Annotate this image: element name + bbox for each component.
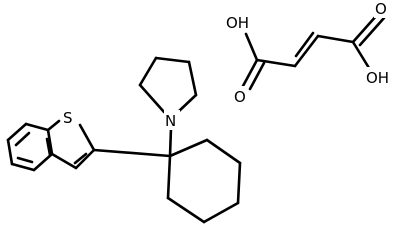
atom-o-left: O xyxy=(233,86,247,106)
structure-svg: S N OH O O OH xyxy=(6,0,391,224)
atom-nitrogen: N xyxy=(164,110,180,130)
acid-oh-right-label: OH xyxy=(366,69,389,87)
atom-sulfur: S xyxy=(61,107,76,127)
acid-o-left-label: O xyxy=(234,88,246,106)
atom-o-right: O xyxy=(374,0,388,18)
thienyl-cyclohexyl-bond xyxy=(92,148,172,158)
nitrogen-label: N xyxy=(165,112,176,130)
thiophene-ring xyxy=(46,119,96,170)
pyrrolidine-ring xyxy=(138,56,198,114)
atom-oh-right: OH xyxy=(365,67,391,87)
fumaric-acid xyxy=(241,13,386,91)
acid-oh-left-label: OH xyxy=(226,14,249,32)
benzene-ring xyxy=(6,122,54,172)
atom-oh-left: OH xyxy=(225,12,251,32)
cyclohexane-ring xyxy=(166,138,242,224)
sulfur-label: S xyxy=(63,109,73,127)
nitrogen-cyclohexyl-bond xyxy=(168,126,173,158)
chemical-structure-drawing: S N OH O O OH xyxy=(6,0,391,224)
acid-o-right-label: O xyxy=(375,0,387,18)
